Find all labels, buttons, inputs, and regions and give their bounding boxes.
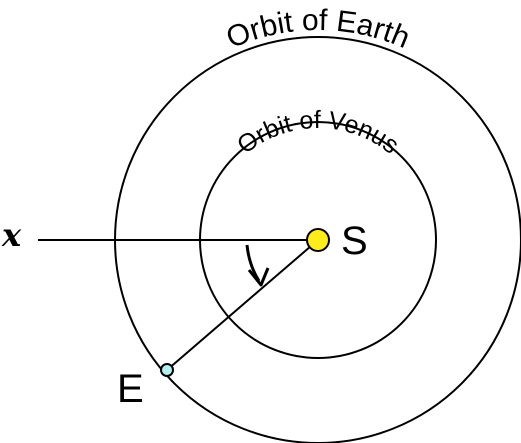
earth-label: E: [117, 367, 144, 411]
svg-text:Orbit of Venus: Orbit of Venus: [232, 106, 404, 160]
x-axis-label: x: [1, 216, 22, 254]
earth-orbit-label: Orbit of Earth: [222, 4, 415, 55]
sun-marker: [306, 228, 330, 252]
svg-text:Orbit of Earth: Orbit of Earth: [222, 4, 415, 55]
angle-arrowhead-icon: [247, 267, 270, 287]
sun-earth-line: [166, 239, 319, 371]
earth-marker: [160, 363, 174, 377]
venus-orbit-label: Orbit of Venus: [232, 106, 404, 160]
sun-label: S: [341, 219, 368, 263]
